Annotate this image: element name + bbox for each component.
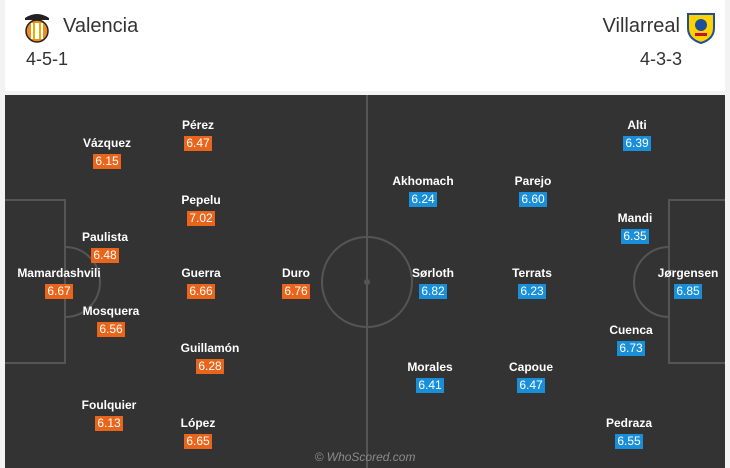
player-guillamon[interactable]: Guillamón 6.28 [160,341,260,375]
player-name: López [180,416,216,430]
player-rating: 6.47 [184,136,212,151]
player-rating: 6.65 [184,434,212,449]
away-formation: 4-3-3 [639,49,682,69]
player-akhomach[interactable]: Akhomach 6.24 [373,174,473,208]
player-rating: 6.48 [91,248,119,263]
player-rating: 6.60 [519,192,547,207]
player-name: Capoue [508,360,553,374]
player-foulquier[interactable]: Foulquier 6.13 [59,398,159,432]
player-lopez[interactable]: López 6.65 [148,416,248,450]
home-formation: 4-5-1 [26,49,69,69]
player-rating: 6.13 [95,416,123,431]
match-header: Valencia 4-5-1 Villarreal 4-3-3 [5,0,725,91]
player-sorloth[interactable]: Sørloth 6.82 [383,266,483,300]
pitch-markings [5,95,725,468]
player-name: Alti [627,118,647,132]
player-perez[interactable]: Pérez 6.47 [148,118,248,152]
player-name: Sørloth [412,266,454,280]
player-mosquera[interactable]: Mosquera 6.56 [61,304,161,338]
player-rating: 6.41 [416,378,444,393]
player-rating: 6.35 [621,229,649,244]
player-rating: 6.47 [517,378,545,393]
player-alti[interactable]: Alti 6.39 [587,118,687,152]
player-parejo[interactable]: Parejo 6.60 [483,174,583,208]
valencia-badge-icon [25,14,49,43]
player-rating: 6.39 [623,136,651,151]
player-name: Pepelu [181,193,221,207]
player-rating: 6.73 [617,341,645,356]
player-name: Terrats [512,266,552,280]
player-name: Pérez [181,118,215,132]
player-name: Parejo [514,174,552,188]
player-rating: 6.15 [93,154,121,169]
player-name: Mandi [617,211,653,225]
player-terrats[interactable]: Terrats 6.23 [482,266,582,300]
player-capoue[interactable]: Capoue 6.47 [481,360,581,394]
pitch: Mamardashvili 6.67 Vázquez 6.15 Paulista… [5,95,725,468]
player-rating: 6.24 [409,192,437,207]
player-name: Paulista [81,230,129,244]
away-team-name: Villarreal [602,15,680,37]
home-team-name: Valencia [63,15,139,37]
player-rating: 6.23 [518,284,546,299]
whoscored-watermark: © WhoScored.com [314,450,416,464]
player-name: Cuenca [609,323,653,337]
villarreal-badge-icon [687,13,715,44]
player-rating: 6.82 [419,284,447,299]
player-name: Foulquier [81,398,137,412]
player-name: Mamardashvili [17,266,101,280]
player-jorgensen[interactable]: Jørgensen 6.85 [638,266,725,300]
player-guerra[interactable]: Guerra 6.66 [151,266,251,300]
player-name: Guerra [181,266,221,280]
player-name: Pedraza [605,416,653,430]
player-name: Jørgensen [657,266,719,280]
player-rating: 6.55 [615,434,643,449]
player-cuenca[interactable]: Cuenca 6.73 [581,323,681,357]
player-mamardashvili[interactable]: Mamardashvili 6.67 [9,266,109,300]
player-vazquez[interactable]: Vázquez 6.15 [57,136,157,170]
player-rating: 6.66 [187,284,215,299]
player-paulista[interactable]: Paulista 6.48 [55,230,155,264]
player-pedraza[interactable]: Pedraza 6.55 [579,416,679,450]
player-mandi[interactable]: Mandi 6.35 [585,211,685,245]
player-rating: 6.67 [45,284,73,299]
player-name: Guillamón [180,341,240,355]
player-morales[interactable]: Morales 6.41 [380,360,480,394]
player-rating: 6.28 [196,359,224,374]
player-rating: 7.02 [187,211,215,226]
player-name: Mosquera [82,304,140,318]
player-pepelu[interactable]: Pepelu 7.02 [151,193,251,227]
player-name: Morales [407,360,453,374]
player-name: Vázquez [82,136,131,150]
player-rating: 6.56 [97,322,125,337]
player-duro[interactable]: Duro 6.76 [246,266,346,300]
player-rating: 6.85 [674,284,702,299]
player-name: Akhomach [392,174,454,188]
player-rating: 6.76 [282,284,310,299]
player-name: Duro [282,266,310,280]
